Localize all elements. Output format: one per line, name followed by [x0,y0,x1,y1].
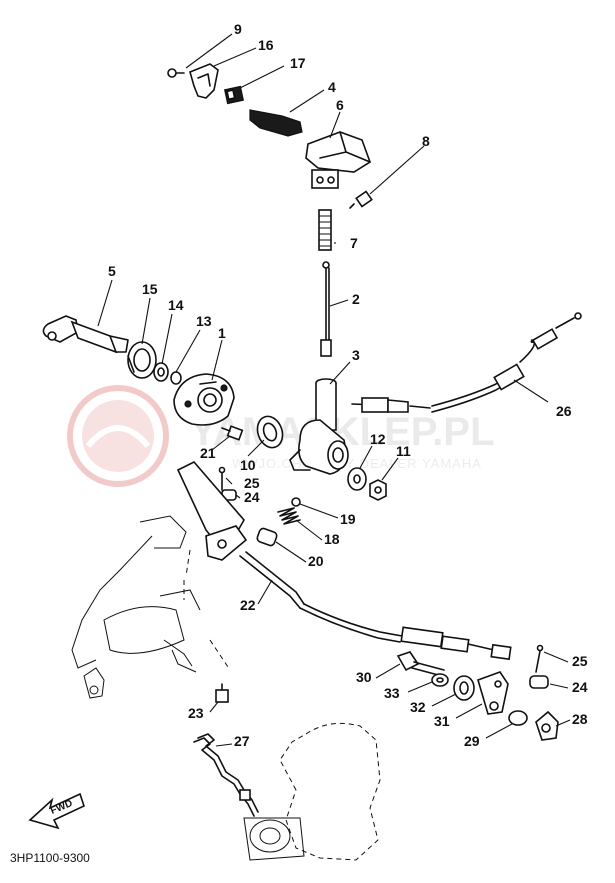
part-32-collar [453,675,475,701]
part-3-shaft-housing [289,378,349,475]
callout-19: 19 [340,511,356,527]
part-21-bolt [221,425,244,441]
part-26-cable [351,312,582,413]
callout-7: 7 [350,235,358,251]
callout-31: 31 [434,713,450,729]
part-33-washer [431,673,449,687]
part-22-cable [239,551,512,661]
part-24-joint-right [529,675,549,689]
part-11-nut [369,479,387,501]
callout-24-left: 24 [244,489,260,505]
callout-22: 22 [240,597,256,613]
callout-14: 14 [168,297,184,313]
link-arm [176,461,248,561]
watermark-sub-text: WWJO.CHOWSZY DEALER YAMAHA [232,456,482,471]
part-12-washer [347,467,367,491]
callout-28: 28 [572,711,588,727]
callout-labels: 9 16 17 4 6 8 7 2 3 5 15 14 13 1 21 10 1… [108,21,588,749]
engine-reference [243,722,381,861]
part-20-cap [256,527,278,547]
callout-23: 23 [188,705,204,721]
part-16-bracket [189,63,219,99]
callout-5: 5 [108,263,116,279]
part-25-pin-right [535,644,544,673]
callout-26: 26 [556,403,572,419]
part-17-clip [224,85,244,105]
callout-18: 18 [324,531,340,547]
callout-25-right: 25 [572,653,588,669]
part-6-throttle-body [305,131,371,189]
part-19-ball [291,497,301,507]
callout-17: 17 [290,55,306,71]
fwd-arrow-icon: FWD [28,792,85,830]
part-2-rod [320,261,332,357]
part-9-screw [167,68,185,78]
callout-12: 12 [370,431,386,447]
frame-reference [71,515,231,699]
callout-16: 16 [258,37,274,53]
part-31-lever [477,671,509,715]
part-5-pedal-shaft [42,315,129,354]
part-4-cover [249,109,303,137]
part-1-housing [173,373,235,426]
part-27-pipe [193,733,259,817]
part-7-spring [318,209,332,251]
callout-3: 3 [352,347,360,363]
callout-11: 11 [396,443,411,459]
callout-15: 15 [142,281,158,297]
part-28-bracket [535,710,559,741]
callout-29: 29 [464,733,480,749]
part-18-spring [277,507,301,525]
part-code: 3HP1100-9300 [10,851,90,865]
callout-10: 10 [240,457,256,473]
callout-25-left: 25 [244,475,260,491]
callout-30: 30 [356,669,372,685]
callout-2: 2 [352,291,360,307]
callout-6: 6 [336,97,344,113]
part-23-bolt [215,683,229,703]
part-8-bolt [349,190,373,209]
part-29-bushing [508,710,528,726]
callout-27: 27 [234,733,250,749]
callout-33: 33 [384,685,400,701]
callout-1: 1 [218,325,226,341]
part-25-pin-left [218,466,226,491]
part-13-ring [170,371,182,385]
part-15-seal [127,341,157,379]
callout-20: 20 [308,553,324,569]
leader-lines [97,33,571,747]
callout-13: 13 [196,313,212,329]
callout-24-right: 24 [572,679,588,695]
part-30-bolt [396,651,445,677]
watermark-logo-icon [67,385,169,487]
callout-8: 8 [422,133,430,149]
callout-9: 9 [234,21,242,37]
callout-32: 32 [410,699,426,715]
callout-21: 21 [200,445,216,461]
part-14-washer [153,362,169,382]
callout-4: 4 [328,79,336,95]
